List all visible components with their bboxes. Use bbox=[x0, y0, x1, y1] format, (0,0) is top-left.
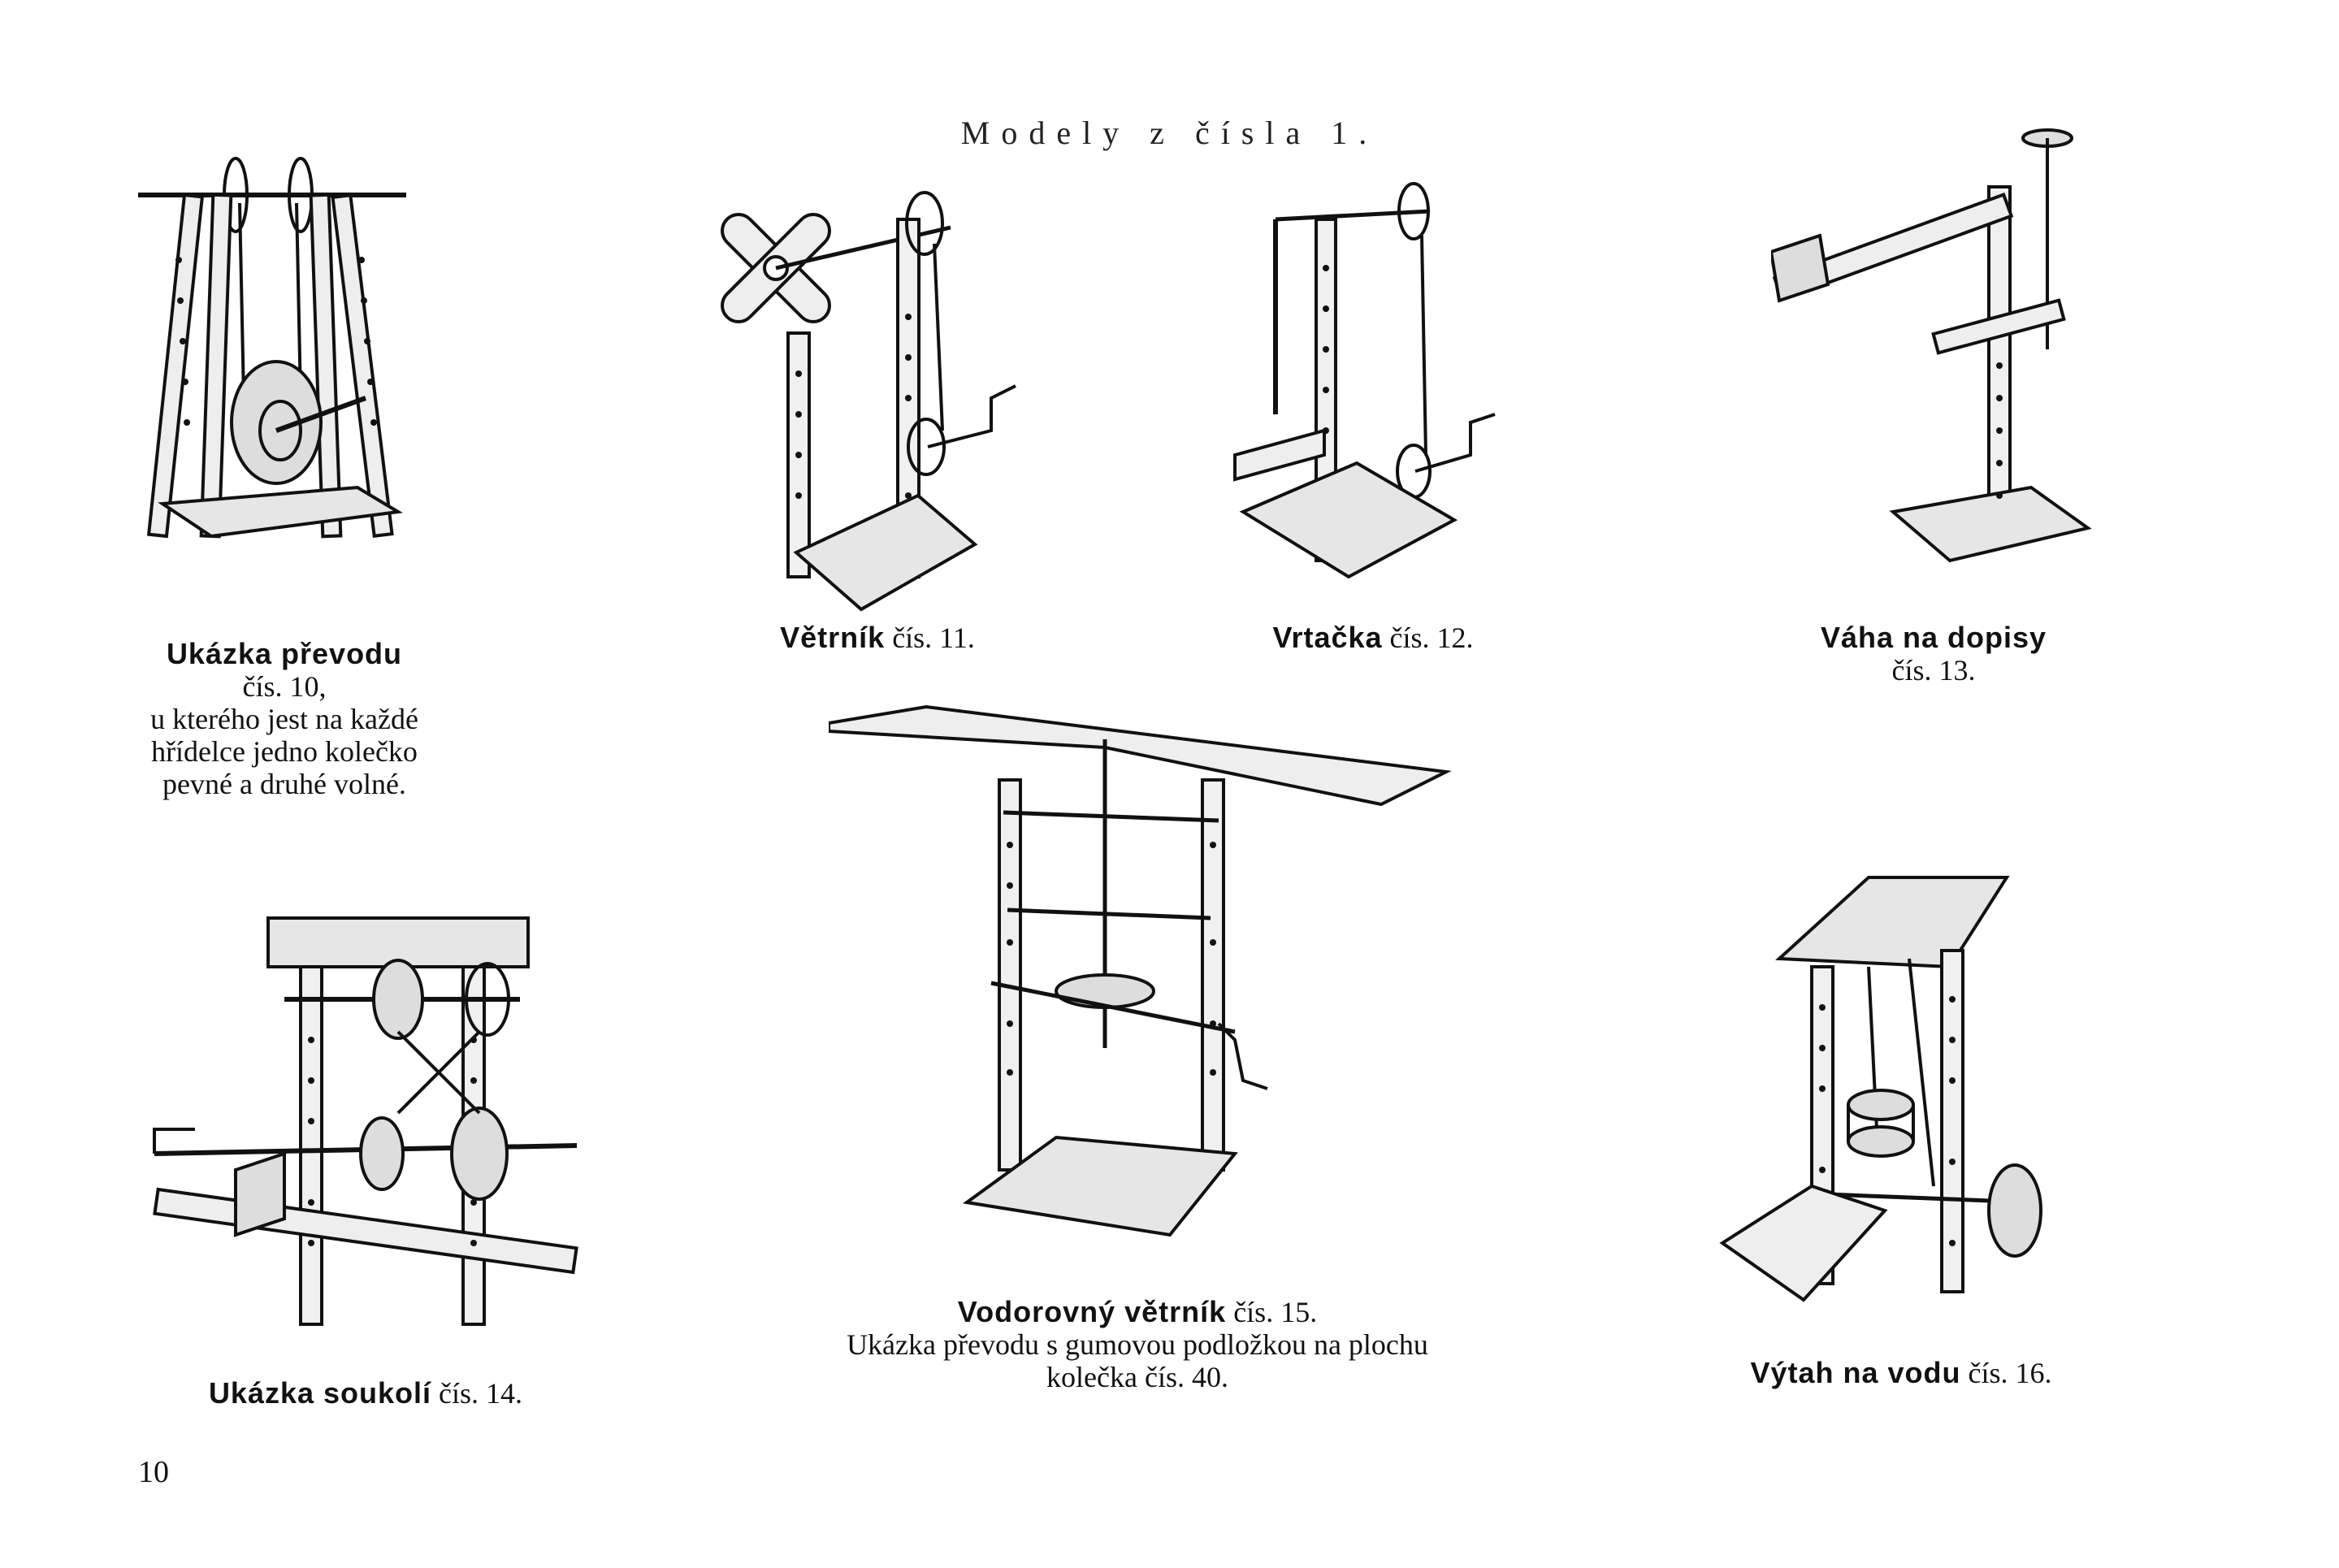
model-15-desc-line-2: kolečka čís. 40. bbox=[1046, 1361, 1228, 1393]
meccano-gear-model-illustration bbox=[138, 910, 593, 1365]
model-15-name: Vodorovný větrník bbox=[957, 1295, 1227, 1328]
meccano-letter-scale-model-illustration bbox=[1771, 122, 2104, 585]
caption-model-14: Ukázka soukolí čís. 14. bbox=[162, 1377, 569, 1410]
model-12-name: Vrtačka bbox=[1272, 621, 1383, 654]
model-16-name: Výtah na vodu bbox=[1750, 1356, 1961, 1389]
page-number: 10 bbox=[138, 1455, 169, 1489]
page-title: Modely z čísla 1. bbox=[960, 115, 1379, 151]
meccano-horizontal-windmill-model-illustration bbox=[829, 699, 1454, 1267]
model-10-name: Ukázka převodu bbox=[166, 637, 403, 670]
model-14-number: čís. 14. bbox=[439, 1377, 523, 1410]
meccano-water-lift-model-illustration bbox=[1706, 861, 2088, 1349]
meccano-windmill-model-illustration bbox=[699, 171, 1040, 617]
model-14-name: Ukázka soukolí bbox=[208, 1376, 432, 1410]
model-10-number: čís. 10, bbox=[242, 670, 327, 703]
model-15-desc-line-1: Ukázka převodu s gumovou podložkou na pl… bbox=[847, 1328, 1428, 1361]
model-11-name: Větrník bbox=[780, 621, 886, 654]
caption-model-15: Vodorovný větrník čís. 15. Ukázka převod… bbox=[764, 1295, 1511, 1394]
model-13-number: čís. 13. bbox=[1891, 654, 1976, 687]
model-13-name: Váha na dopisy bbox=[1820, 621, 2047, 654]
meccano-transmission-model-illustration bbox=[122, 130, 431, 593]
model-11-number: čís. 11. bbox=[892, 622, 975, 654]
model-10-desc-line-3: pevné a druhé volné. bbox=[162, 768, 406, 800]
caption-model-16: Výtah na vodu čís. 16. bbox=[1706, 1356, 2096, 1390]
caption-model-10: Ukázka převodu čís. 10, u kterého jest n… bbox=[106, 637, 463, 801]
caption-model-12: Vrtačka čís. 12. bbox=[1194, 621, 1552, 655]
caption-model-13: Váha na dopisy čís. 13. bbox=[1755, 622, 2112, 687]
model-10-desc-line-2: hřídelce jedno kolečko bbox=[151, 735, 418, 768]
meccano-drill-model-illustration bbox=[1227, 171, 1519, 593]
model-15-number: čís. 15. bbox=[1233, 1296, 1318, 1328]
model-10-desc-line-1: u kterého jest na každé bbox=[150, 703, 418, 735]
model-16-number: čís. 16. bbox=[1968, 1357, 2052, 1389]
caption-model-11: Větrník čís. 11. bbox=[699, 621, 1056, 655]
model-12-number: čís. 12. bbox=[1389, 622, 1474, 654]
